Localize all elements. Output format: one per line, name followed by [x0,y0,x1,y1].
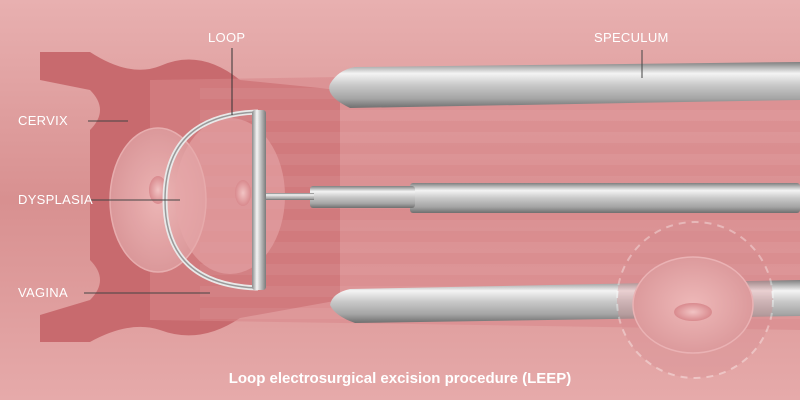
electrode-handle [410,183,800,213]
diagram-caption: Loop electrosurgical excision procedure … [228,370,572,387]
dysplasia-spot [149,176,167,204]
vagina-label: VAGINA [18,285,68,300]
cervix-label: CERVIX [18,113,68,128]
speculum-label: SPECULUM [594,30,669,45]
electrode-wire [262,193,314,200]
speculum-upper-blade [329,62,800,108]
dysplasia-label: DYSPLASIA [18,192,93,207]
magnified-lesion [674,303,712,321]
loop-bar [252,110,266,290]
loop-label: LOOP [208,30,246,45]
electrode-neck [310,186,415,208]
dysplasia-spot-2 [235,180,251,206]
